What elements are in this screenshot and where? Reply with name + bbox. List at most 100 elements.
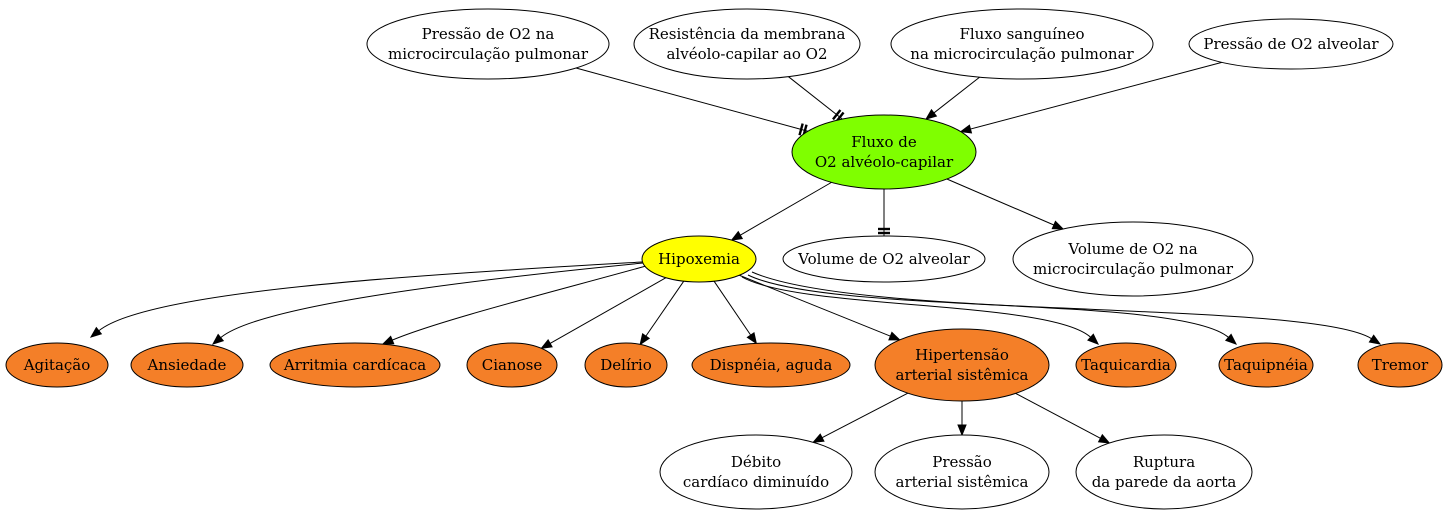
edge-hipoxemia-to-taquicardia <box>741 276 1099 345</box>
node-volume_o2_micro-label-2: microcirculação pulmonar <box>1033 260 1234 278</box>
node-ruptura-ellipse <box>1075 434 1253 510</box>
node-arritmia-ellipse <box>269 342 441 388</box>
edge-hipoxemia-to-tremor-arrowhead <box>1368 334 1382 345</box>
node-pressao_arterial-label-2: arterial sistêmica <box>896 473 1029 491</box>
edge-hipoxemia-to-agitacao-arrowhead <box>89 326 103 338</box>
edge-hipoxemia-to-cianose-line <box>549 277 667 344</box>
node-dispneia: Dispnéia, aguda <box>691 342 851 388</box>
node-ruptura-label-1: Ruptura <box>1133 453 1195 471</box>
edge-pressao_o2_micro-to-fluxo_o2-tee-2 <box>798 123 804 136</box>
node-volume_o2_micro: Volume de O2 na microcirculação pulmonar <box>1012 221 1254 297</box>
node-pressao_arterial-ellipse <box>874 434 1050 510</box>
nodes-layer: Pressão de O2 na microcirculação pulmonar… <box>5 8 1443 510</box>
node-agitacao: Agitação <box>5 342 109 388</box>
edge-hipoxemia-to-dispneia-line <box>713 280 752 336</box>
node-hipertensao: Hipertensão arterial sistêmica <box>874 328 1050 402</box>
node-hipoxemia-ellipse <box>641 235 757 283</box>
edge-hipoxemia-to-arritmia-arrowhead <box>381 335 395 345</box>
edge-resistencia-to-fluxo_o2-tee-2 <box>832 109 842 121</box>
edge-hipoxemia-to-tremor-line <box>751 271 1372 340</box>
node-ruptura: Ruptura da parede da aorta <box>1075 434 1253 510</box>
node-debito-ellipse <box>659 434 853 510</box>
edge-hipoxemia-to-dispneia <box>713 280 758 345</box>
edge-resistencia-to-fluxo_o2 <box>788 76 845 123</box>
node-ansiedade-ellipse <box>130 342 244 388</box>
edge-hipoxemia-to-arritmia-line <box>392 265 647 341</box>
edge-pressao_o2_alveolar-to-fluxo_o2-line <box>970 61 1222 130</box>
edge-hipertensao-to-ruptura-arrowhead <box>1097 433 1111 444</box>
node-arritmia: Arritmia cardícaca <box>269 342 441 388</box>
node-taquipneia-ellipse <box>1218 342 1314 388</box>
node-taquicardia: Taquicardia <box>1075 342 1177 388</box>
node-delirio: Delírio <box>584 342 668 388</box>
edge-fluxo_o2-to-hipoxemia <box>730 181 832 241</box>
node-pressao_o2_micro-label-1: Pressão de O2 na <box>422 25 555 43</box>
node-hipoxemia-label-1: Hipoxemia <box>658 250 740 268</box>
node-tremor-ellipse <box>1357 342 1443 388</box>
edge-hipoxemia-to-dispneia-arrowhead <box>746 332 758 345</box>
node-hipoxemia: Hipoxemia <box>641 235 757 283</box>
edge-hipoxemia-to-taquipneia-arrowhead <box>1224 333 1238 345</box>
node-pressao_o2_micro: Pressão de O2 na microcirculação pulmonar <box>366 8 610 80</box>
edge-hipoxemia-to-agitacao <box>89 261 643 338</box>
edge-hipoxemia-to-agitacao-line <box>98 261 643 332</box>
edge-hipoxemia-to-ansiedade-arrowhead <box>211 333 225 345</box>
edge-pressao_o2_alveolar-to-fluxo_o2-arrowhead <box>959 124 973 134</box>
edge-hipoxemia-to-arritmia <box>381 265 647 345</box>
edge-hipoxemia-to-cianose <box>540 277 667 350</box>
edge-fluxo_o2-to-volume_o2_micro-arrowhead <box>1051 220 1065 230</box>
edge-fluxo_o2-to-volume_o2_micro <box>946 178 1065 230</box>
node-volume_o2_micro-label-1: Volume de O2 na <box>1067 240 1197 258</box>
node-fluxo_sanguineo-ellipse <box>890 8 1154 80</box>
edge-fluxo_sanguineo-to-fluxo_o2-arrowhead <box>924 108 938 120</box>
edge-hipoxemia-to-delirio <box>639 280 685 346</box>
node-cianose: Cianose <box>466 342 558 388</box>
edge-pressao_o2_alveolar-to-fluxo_o2 <box>959 61 1222 134</box>
node-fluxo_sanguineo-label-2: na microcirculação pulmonar <box>910 45 1134 63</box>
node-pressao_o2_micro-label-2: microcirculação pulmonar <box>388 45 589 63</box>
edge-hipoxemia-to-hipertensao-arrowhead <box>888 331 901 341</box>
node-hipertensao-label-2: arterial sistêmica <box>896 366 1029 384</box>
node-cianose-ellipse <box>466 342 558 388</box>
edge-fluxo_o2-to-volume_o2_alveolar <box>878 189 890 236</box>
node-resistencia-label-1: Resistência da membrana <box>649 25 846 43</box>
node-ruptura-label-2: da parede da aorta <box>1092 473 1237 491</box>
edge-hipoxemia-to-ansiedade-line <box>220 262 644 338</box>
node-hipertensao-ellipse <box>874 328 1050 402</box>
edge-fluxo_o2-to-hipoxemia-arrowhead <box>730 230 744 241</box>
edge-hipertensao-to-ruptura <box>1015 392 1111 444</box>
edge-hipoxemia-to-taquicardia-arrowhead <box>1087 333 1099 345</box>
edges-layer <box>89 61 1382 444</box>
edge-fluxo_o2-to-volume_o2_micro-line <box>946 178 1055 226</box>
node-dispneia-ellipse <box>691 342 851 388</box>
edge-resistencia-to-fluxo_o2-line <box>788 76 843 120</box>
edge-hipertensao-to-ruptura-line <box>1015 392 1101 439</box>
edge-hipertensao-to-pressao_arterial-arrowhead <box>957 424 967 437</box>
node-pressao_arterial: Pressão arterial sistêmica <box>874 434 1050 510</box>
node-arritmia-label-1: Arritmia cardícaca <box>283 356 426 374</box>
edge-fluxo_sanguineo-to-fluxo_o2 <box>924 76 980 120</box>
node-volume_o2_alveolar-label-1: Volume de O2 alveolar <box>797 250 971 268</box>
node-taquicardia-ellipse <box>1075 342 1177 388</box>
edge-hipoxemia-to-taquicardia-line <box>741 276 1091 338</box>
node-pressao_arterial-label-1: Pressão <box>932 453 992 471</box>
edge-fluxo_o2-to-hipoxemia-line <box>740 181 832 236</box>
node-hipertensao-label-1: Hipertensão <box>915 346 1009 364</box>
node-dispneia-label-1: Dispnéia, aguda <box>710 356 833 374</box>
node-delirio-label-1: Delírio <box>600 356 652 374</box>
edge-hipoxemia-to-delirio-line <box>645 280 685 337</box>
edge-hipoxemia-to-ansiedade <box>211 262 644 345</box>
node-ansiedade: Ansiedade <box>130 342 244 388</box>
node-fluxo_o2-ellipse <box>791 114 977 190</box>
node-fluxo_o2-label-1: Fluxo de <box>851 133 917 151</box>
edge-pressao_o2_micro-to-fluxo_o2-line <box>575 67 808 132</box>
node-tremor: Tremor <box>1357 342 1443 388</box>
edge-hipertensao-to-pressao_arterial <box>957 401 967 437</box>
node-taquipneia-label-1: Taquipnéia <box>1224 356 1308 374</box>
edge-hipoxemia-to-cianose-arrowhead <box>540 339 553 350</box>
node-debito-label-1: Débito <box>731 453 781 471</box>
